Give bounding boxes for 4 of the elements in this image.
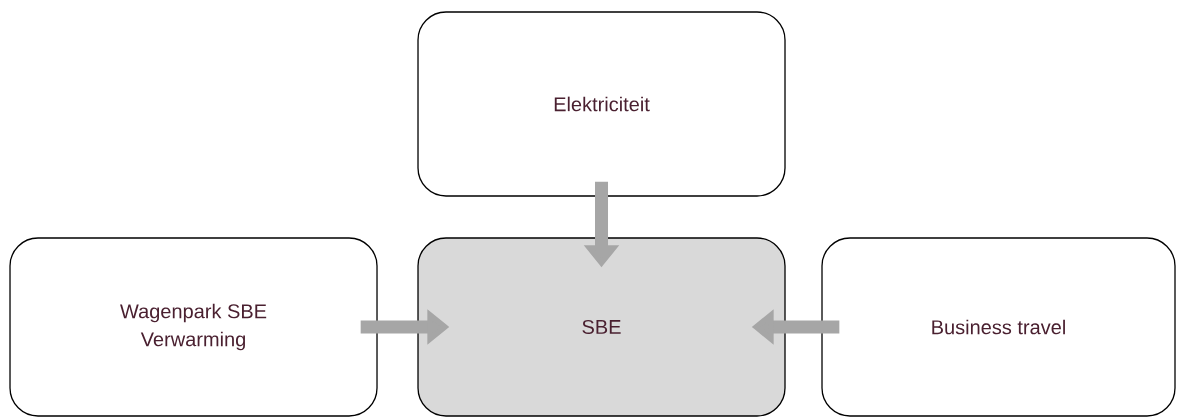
source-box: Wagenpark SBE Verwarming [9, 237, 378, 417]
source-box: Business travel [821, 237, 1176, 417]
source-box: Elektriciteit [417, 11, 786, 197]
central-box: SBE [417, 237, 786, 417]
